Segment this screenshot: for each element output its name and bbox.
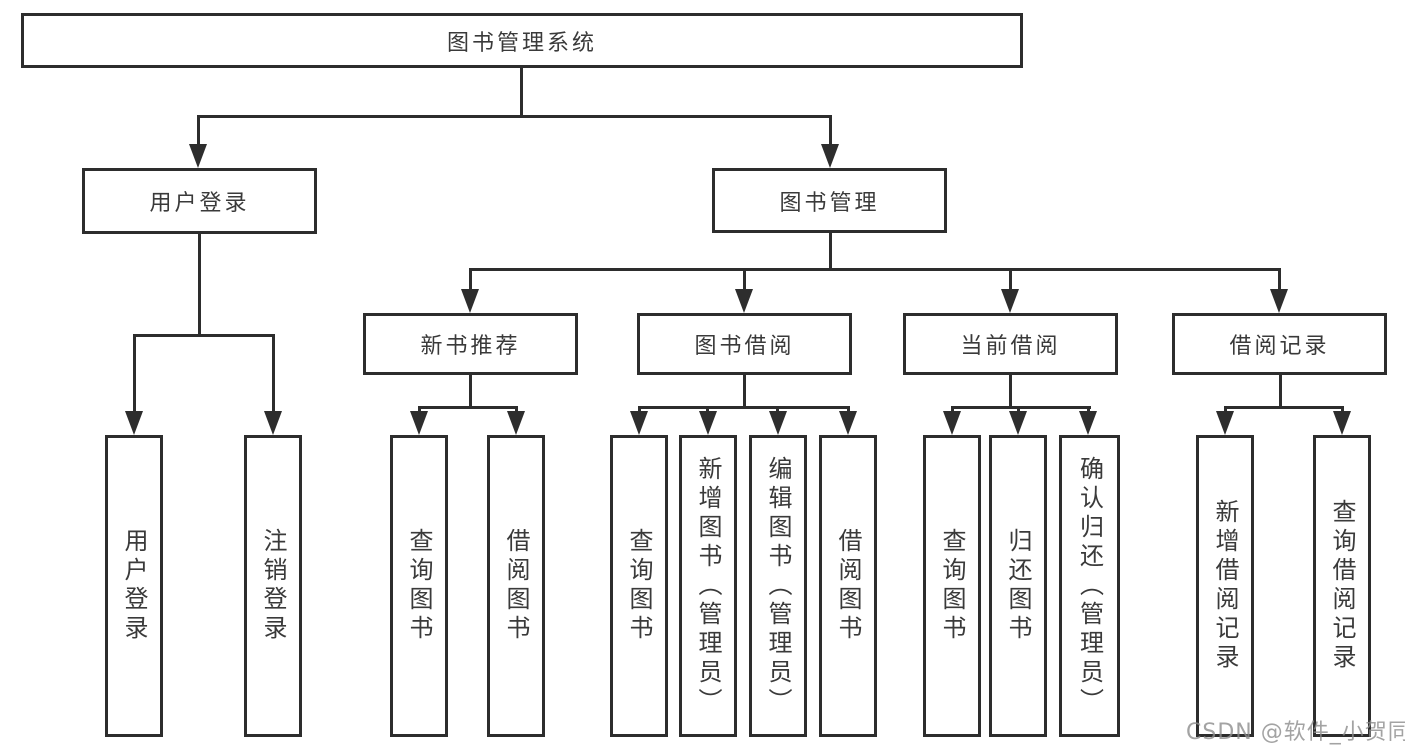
arrowhead-down-icon [630, 411, 648, 435]
node-book-management-label: 图书管理 [779, 190, 880, 216]
leaf-logout-label: 注销登录 [259, 528, 287, 644]
node-user-login: 用户登录 [82, 168, 317, 234]
connector-level1-bar [197, 115, 831, 118]
arrowhead-down-icon [1079, 411, 1097, 435]
connector-book-management-trunk [829, 233, 832, 271]
leaf-edit-books-admin-label: 编辑图书（管理员） [764, 455, 792, 717]
leaf-add-borrow-record: 新增借阅记录 [1196, 435, 1254, 737]
leaf-user-login-label: 用户登录 [120, 528, 148, 644]
connector-book-borrow-trunk [743, 375, 746, 408]
arrowhead-down-icon [769, 411, 787, 435]
connector-user-login-trunk [198, 234, 201, 335]
arrowhead-down-icon [1216, 411, 1234, 435]
connector-borrow-records-trunk [1279, 375, 1282, 408]
node-book-borrow: 图书借阅 [637, 313, 852, 375]
connector-book-borrow-bar [638, 406, 850, 409]
connector-stem-user-login [197, 115, 200, 147]
node-current-borrow: 当前借阅 [903, 313, 1118, 375]
leaf-add-borrow-record-label: 新增借阅记录 [1211, 499, 1239, 673]
leaf-return-books-label: 归还图书 [1004, 528, 1032, 644]
connector-stem-level2 [743, 268, 746, 294]
leaf-edit-books-admin: 编辑图书（管理员） [749, 435, 807, 737]
connector-recommend-bar [418, 406, 518, 409]
arrowhead-down-icon [410, 411, 428, 435]
connector-borrow-records-bar [1224, 406, 1344, 409]
arrowhead-down-icon [264, 411, 282, 435]
connector-stem-book-management [829, 115, 832, 147]
arrowhead-down-icon [1009, 411, 1027, 435]
connector-recommend-trunk [469, 375, 472, 408]
leaf-current-query-books-label: 查询图书 [938, 528, 966, 644]
arrowhead-down-icon [125, 411, 143, 435]
connector-user-login-bar [133, 334, 275, 337]
leaf-recommend-borrow-books: 借阅图书 [487, 435, 545, 737]
connector-stem-level2 [1009, 268, 1012, 294]
node-root-label: 图书管理系统 [446, 30, 597, 56]
connector-stem-level2 [469, 268, 472, 294]
node-current-borrow-label: 当前借阅 [960, 334, 1061, 359]
leaf-current-query-books: 查询图书 [923, 435, 981, 737]
leaf-add-books-admin: 新增图书（管理员） [679, 435, 737, 737]
node-borrow-records: 借阅记录 [1172, 313, 1387, 375]
leaf-query-borrow-record: 查询借阅记录 [1313, 435, 1371, 737]
leaf-user-login: 用户登录 [105, 435, 163, 737]
leaf-confirm-return-admin-label: 确认归还（管理员） [1075, 455, 1104, 717]
leaf-borrow-books: 借阅图书 [819, 435, 877, 737]
arrowhead-down-icon [735, 289, 753, 313]
connector-stem-level2 [1278, 268, 1281, 294]
arrowhead-down-icon [461, 289, 479, 313]
arrowhead-down-icon [699, 411, 717, 435]
node-new-book-recommend: 新书推荐 [363, 313, 578, 375]
arrowhead-down-icon [189, 144, 207, 168]
connector-root-trunk [520, 68, 523, 118]
node-borrow-records-label: 借阅记录 [1229, 334, 1330, 359]
arrowhead-down-icon [1001, 289, 1019, 313]
leaf-recommend-borrow-books-label: 借阅图书 [502, 528, 530, 644]
leaf-return-books: 归还图书 [989, 435, 1047, 737]
leaf-logout: 注销登录 [244, 435, 302, 737]
leaf-recommend-query-books: 查询图书 [390, 435, 448, 737]
leaf-confirm-return-admin: 确认归还（管理员） [1059, 435, 1120, 737]
leaf-query-borrow-record-label: 查询借阅记录 [1328, 499, 1356, 673]
arrowhead-down-icon [839, 411, 857, 435]
leaf-borrow-books-label: 借阅图书 [834, 528, 862, 644]
leaf-borrow-query-books-label: 查询图书 [625, 528, 653, 644]
node-book-management: 图书管理 [712, 168, 947, 233]
leaf-borrow-query-books: 查询图书 [610, 435, 668, 737]
watermark: CSDN @软件_小贺同学 [1186, 720, 1405, 745]
node-root: 图书管理系统 [21, 13, 1023, 68]
leaf-recommend-query-books-label: 查询图书 [405, 528, 433, 644]
connector-stem-leaf [272, 334, 275, 415]
arrowhead-down-icon [1333, 411, 1351, 435]
node-user-login-label: 用户登录 [149, 191, 250, 216]
arrowhead-down-icon [943, 411, 961, 435]
arrowhead-down-icon [1270, 289, 1288, 313]
leaf-add-books-admin-label: 新增图书（管理员） [694, 455, 722, 717]
node-book-borrow-label: 图书借阅 [694, 334, 795, 359]
connector-stem-leaf [133, 334, 136, 415]
connector-current-borrow-bar [951, 406, 1091, 409]
node-new-book-recommend-label: 新书推荐 [420, 334, 521, 359]
connector-level2-bar [469, 268, 1281, 271]
arrowhead-down-icon [821, 144, 839, 168]
arrowhead-down-icon [507, 411, 525, 435]
connector-current-borrow-trunk [1009, 375, 1012, 408]
